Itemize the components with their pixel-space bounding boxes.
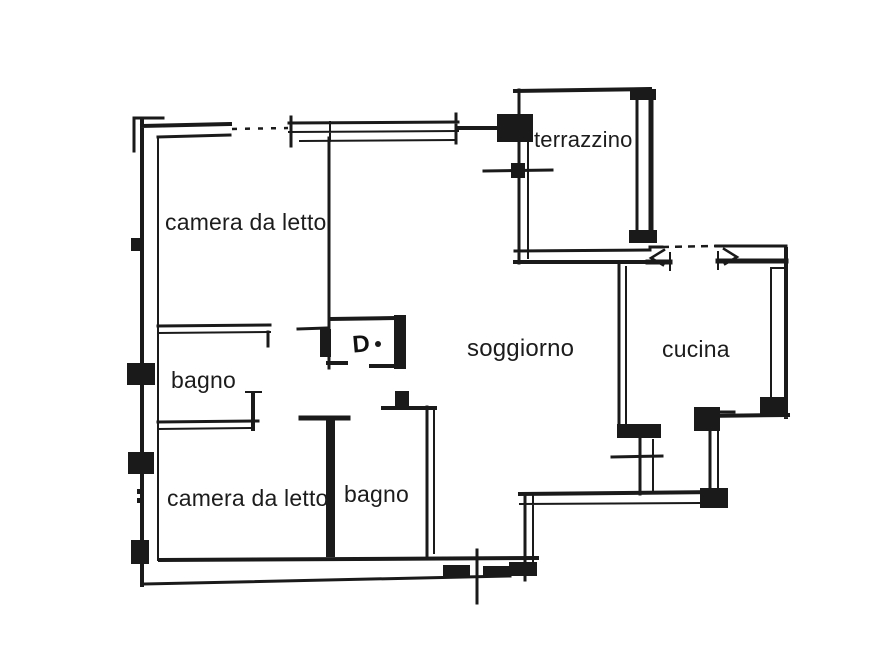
- interior-walls: [156, 136, 661, 560]
- room-label-bagno-nord: bagno: [171, 367, 236, 393]
- balcony-overhang-dashes: [661, 244, 717, 249]
- shaft-header-mass: [617, 424, 661, 438]
- room-label-camera-da-letto-sud: camera da letto: [167, 485, 329, 511]
- room-label-bagno-sud: bagno: [344, 481, 409, 507]
- balcony-door-arrow-right-icon: [722, 247, 740, 266]
- south-window-sill-left: [443, 565, 470, 576]
- door-symbols: D: [351, 247, 740, 359]
- south-window-sill-right: [483, 566, 511, 577]
- entry-door-mark: D: [351, 330, 371, 358]
- window-symbols: [475, 163, 664, 605]
- balcony-door-jambs: [669, 251, 719, 271]
- left-wall-pilaster-3: [131, 540, 149, 564]
- exterior-wall-heavy: [139, 86, 791, 587]
- room-labels: camera da letto bagno camera da letto ba…: [165, 127, 730, 511]
- room-label-soggiorno: soggiorno: [467, 335, 574, 362]
- kitchen-window-cap-bottom: [760, 397, 788, 415]
- left-wall-tick: [131, 238, 142, 251]
- shaft-window-cross-icon: [610, 454, 664, 459]
- exterior-wall-inner-face: [157, 121, 787, 571]
- interior-wall-heavy: [251, 315, 437, 431]
- left-wall-dot-1: [137, 489, 142, 494]
- room-label-camera-da-letto-nord: camera da letto: [165, 209, 327, 235]
- terrazzino-window-cap-bottom: [629, 230, 657, 243]
- terrazzino-window-cross-mass: [511, 163, 525, 178]
- interior-wall-medium: [156, 136, 642, 560]
- wall-masses: [127, 89, 788, 577]
- interior-wall-masses: [320, 315, 661, 557]
- entry-door-dot-icon: [375, 341, 381, 347]
- left-wall-dot-2: [137, 498, 142, 503]
- balcony-door-arrow-left-icon: [648, 248, 666, 267]
- top-junction-mass: [497, 114, 533, 142]
- southeast-corner-mass: [700, 488, 728, 508]
- bagno-sud-jamb-block: [395, 391, 409, 408]
- vestibule-right-wall-mass: [394, 315, 406, 369]
- bagno-sud-left-wall-mass: [326, 417, 335, 557]
- room-label-cucina: cucina: [662, 336, 730, 362]
- top-wall-window-dashes: [231, 126, 289, 131]
- left-wall-pilaster-1: [127, 363, 155, 385]
- vestibule-left-wall-mass: [320, 329, 331, 357]
- left-wall-pilaster-2: [128, 452, 154, 474]
- room-label-terrazzino: terrazzino: [534, 127, 633, 152]
- exterior-wall-extra-heavy: [645, 92, 789, 265]
- terrazzino-window-cap-top: [630, 89, 656, 100]
- south-step-corner-mass: [509, 562, 537, 576]
- kitchen-step-corner-mass: [694, 407, 720, 431]
